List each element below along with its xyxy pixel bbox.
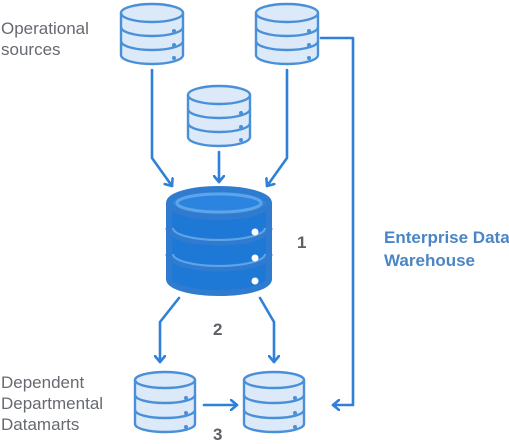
operational-sources-label: Operational sources <box>1 18 89 60</box>
database-icon <box>242 370 306 434</box>
database-icon <box>165 186 273 296</box>
dependent-label-line3: Datamarts <box>1 415 80 434</box>
database-icon <box>133 370 197 434</box>
arrow-warehouse-to-datamart-left <box>160 296 181 364</box>
dependent-label-line2: Departmental <box>1 394 104 413</box>
operational-label-line1: Operational <box>1 19 89 38</box>
database-icon <box>186 84 252 148</box>
arrow-source-direct-to-datamart <box>319 36 355 405</box>
step-number-3: 3 <box>213 425 223 444</box>
dependent-label-line1: Dependent <box>1 373 85 392</box>
dependent-datamarts-label: Dependent Departmental Datamarts <box>1 372 103 435</box>
warehouse-title-line1: Enterprise Data <box>384 228 509 247</box>
operational-label-line2: sources <box>1 40 61 59</box>
database-icon <box>254 2 320 66</box>
warehouse-title-line2: Warehouse <box>384 251 476 270</box>
arrow-source-left-to-warehouse <box>150 68 172 188</box>
step-number-2: 2 <box>213 320 223 339</box>
database-icon <box>119 2 185 66</box>
arrow-source-right-to-warehouse <box>267 68 289 188</box>
arrow-warehouse-to-datamart-right <box>258 296 274 364</box>
step-number-1: 1 <box>297 233 307 252</box>
enterprise-data-warehouse-title: Enterprise Data Warehouse <box>384 226 509 272</box>
